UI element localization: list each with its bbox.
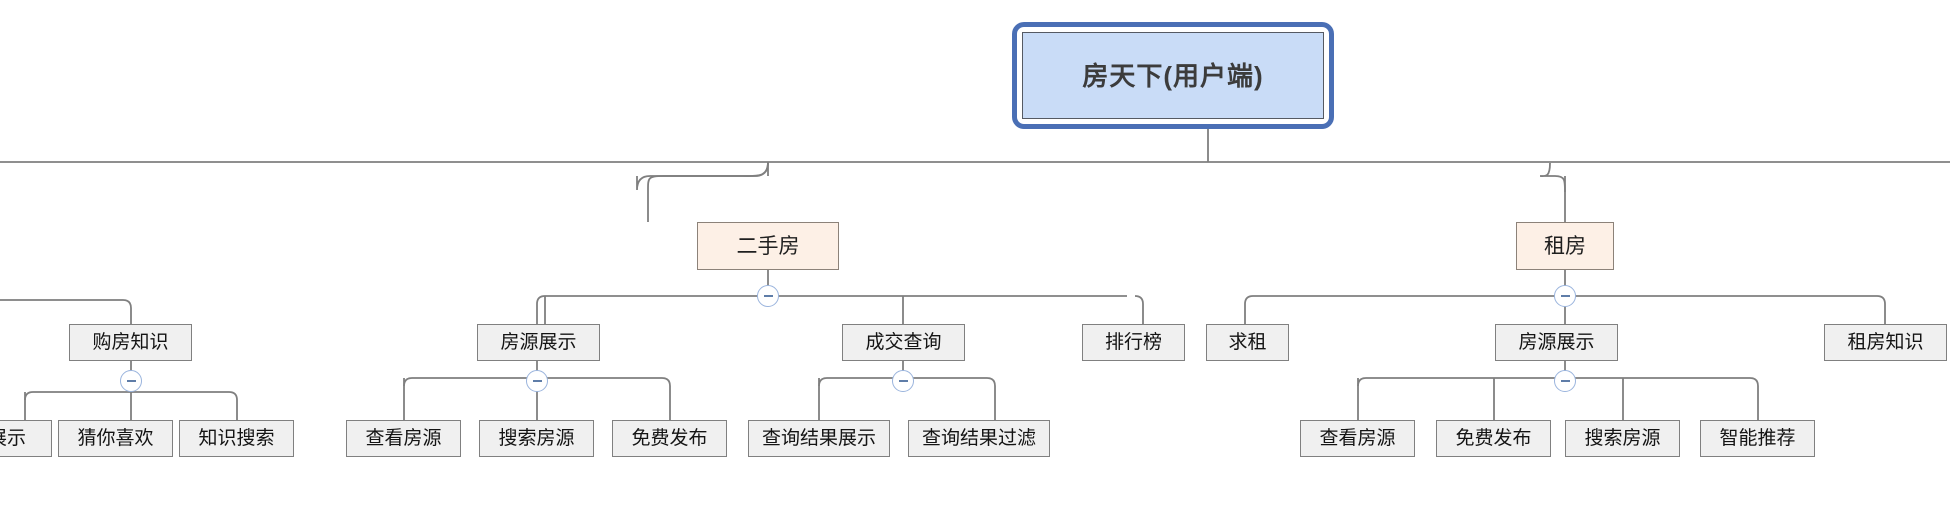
toggle-goufangzhishi[interactable]	[120, 370, 142, 392]
leaf-mianfeifabu-ershou[interactable]: 免费发布	[612, 420, 727, 457]
minus-icon	[763, 295, 773, 297]
toggle-ershoufang[interactable]	[757, 285, 779, 307]
leaf-chakanfangyuan-ershou[interactable]: 查看房源	[346, 420, 461, 457]
node-qiuzu[interactable]: 求租	[1206, 324, 1289, 361]
leaf-mianfeifabu-zufang[interactable]: 免费发布	[1436, 420, 1551, 457]
node-root[interactable]: 房天下(用户端)	[1022, 32, 1324, 119]
minus-icon	[1560, 295, 1570, 297]
leaf-cainixihuan[interactable]: 猜你喜欢	[58, 420, 173, 457]
leaf-zhinengtuijian-label: 智能推荐	[1719, 428, 1796, 449]
leaf-chakanfangyuan-zufang-label: 查看房源	[1319, 428, 1396, 449]
toggle-fangyuanzhanshi-zufang[interactable]	[1554, 370, 1576, 392]
node-zufang[interactable]: 租房	[1516, 222, 1614, 270]
node-chengjiaochaxun[interactable]: 成交查询	[842, 324, 965, 361]
leaf-cainixihuan-label: 猜你喜欢	[77, 428, 154, 449]
minus-icon	[126, 380, 136, 382]
leaf-zhanshi-label: 展示	[0, 428, 26, 449]
minus-icon	[532, 380, 542, 382]
toggle-chengjiaochaxun[interactable]	[892, 370, 914, 392]
leaf-mianfeifabu-ershou-label: 免费发布	[631, 428, 708, 449]
leaf-chaxunjieguoguolv[interactable]: 查询结果过滤	[908, 420, 1050, 457]
node-fangyuanzhanshi-ershou-label: 房源展示	[500, 332, 577, 353]
leaf-zhishisousuo-label: 知识搜索	[198, 428, 275, 449]
leaf-chaxunjieguoguolv-label: 查询结果过滤	[921, 428, 1036, 449]
leaf-zhishisousuo[interactable]: 知识搜索	[179, 420, 294, 457]
leaf-chaxunjieguozhanshi[interactable]: 查询结果展示	[748, 420, 890, 457]
node-paihangbang-label: 排行榜	[1104, 332, 1162, 353]
leaf-zhanshi[interactable]: 展示	[0, 420, 52, 457]
node-ershoufang[interactable]: 二手房	[697, 222, 839, 270]
root-selection-inner-outline	[1018, 28, 1328, 123]
leaf-chakanfangyuan-zufang[interactable]: 查看房源	[1300, 420, 1415, 457]
node-ershoufang-label: 二手房	[736, 234, 800, 258]
leaf-chakanfangyuan-ershou-label: 查看房源	[365, 428, 442, 449]
node-chengjiaochaxun-label: 成交查询	[865, 332, 942, 353]
leaf-chaxunjieguozhanshi-label: 查询结果展示	[761, 428, 876, 449]
leaf-sousuofangyuan-ershou-label: 搜索房源	[498, 428, 575, 449]
node-goufangzhishi[interactable]: 购房知识	[69, 324, 192, 361]
node-goufangzhishi-label: 购房知识	[92, 332, 169, 353]
leaf-sousuofangyuan-zufang[interactable]: 搜索房源	[1565, 420, 1680, 457]
leaf-zhinengtuijian[interactable]: 智能推荐	[1700, 420, 1815, 457]
minus-icon	[898, 380, 908, 382]
leaf-sousuofangyuan-zufang-label: 搜索房源	[1584, 428, 1661, 449]
toggle-zufang[interactable]	[1554, 285, 1576, 307]
leaf-mianfeifabu-zufang-label: 免费发布	[1455, 428, 1532, 449]
node-zufangzhishi-label: 租房知识	[1847, 332, 1924, 353]
leaf-sousuofangyuan-ershou[interactable]: 搜索房源	[479, 420, 594, 457]
toggle-fangyuanzhanshi-ershou[interactable]	[526, 370, 548, 392]
node-zufangzhishi[interactable]: 租房知识	[1824, 324, 1947, 361]
node-qiuzu-label: 求租	[1228, 332, 1267, 353]
minus-icon	[1560, 380, 1570, 382]
node-fangyuanzhanshi-zufang[interactable]: 房源展示	[1495, 324, 1618, 361]
node-paihangbang[interactable]: 排行榜	[1082, 324, 1185, 361]
node-zufang-label: 租房	[1544, 234, 1586, 258]
node-fangyuanzhanshi-ershou[interactable]: 房源展示	[477, 324, 600, 361]
node-root-label: 房天下(用户端)	[1082, 60, 1264, 91]
root-selection-outline	[1012, 22, 1334, 129]
node-fangyuanzhanshi-zufang-label: 房源展示	[1518, 332, 1595, 353]
